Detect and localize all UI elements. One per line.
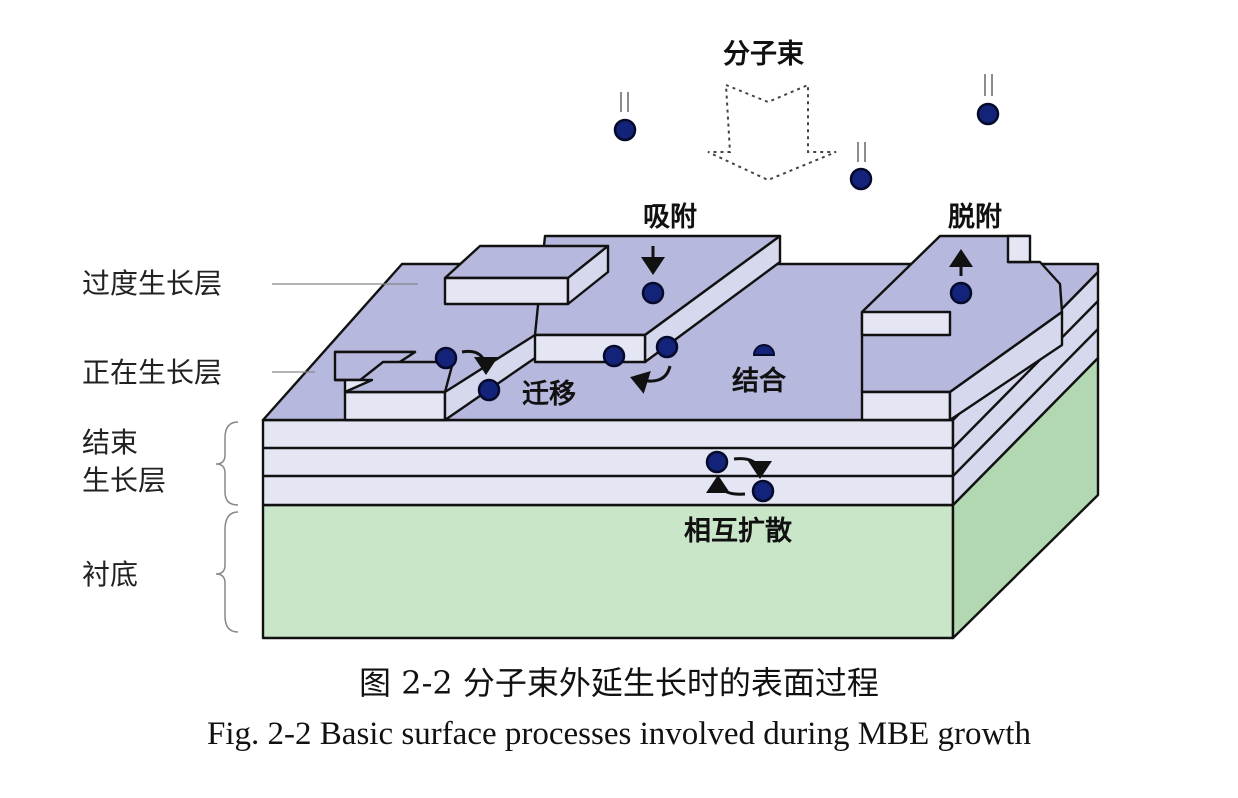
substrate-block xyxy=(261,356,1100,640)
diffusion-arrow-up-icon xyxy=(706,475,746,496)
brace-substrate xyxy=(215,511,239,633)
label-finished-layer-1: 结束 xyxy=(82,426,138,459)
diffusing-atom-1 xyxy=(705,450,729,474)
label-finished-layer-2: 生长层 xyxy=(82,464,166,497)
growing-layer-step-right xyxy=(860,234,1064,422)
migrating-atom-start xyxy=(434,346,458,370)
migrating-atom-end xyxy=(477,378,501,402)
label-migration: 迁移 xyxy=(522,379,576,410)
step-atom-2 xyxy=(655,335,679,359)
label-molecular-beam: 分子束 xyxy=(723,39,804,70)
label-binding: 结合 xyxy=(732,365,786,397)
falling-atom-3 xyxy=(976,74,1000,126)
falling-atom-2 xyxy=(849,142,873,191)
caption-chinese: 图 2-2 分子束外延生长时的表面过程 xyxy=(359,664,879,702)
adsorbed-atom xyxy=(641,281,665,305)
desorbing-atom xyxy=(949,281,973,305)
label-adsorption: 吸附 xyxy=(643,202,697,233)
label-desorption: 脱附 xyxy=(948,202,1002,233)
brace-finished xyxy=(215,421,239,506)
bound-atom xyxy=(752,344,776,356)
step-atom-1 xyxy=(602,344,626,368)
diffusion-arrow-down-icon xyxy=(733,457,772,479)
diffusing-atom-2 xyxy=(751,479,775,503)
falling-atom-1 xyxy=(613,92,637,142)
label-interdiffusion: 相互扩散 xyxy=(684,516,792,547)
growing-layer-island-left xyxy=(333,350,455,422)
transition-layer-block xyxy=(443,244,610,306)
label-transition-layer: 过度生长层 xyxy=(82,267,222,300)
label-substrate: 衬底 xyxy=(82,558,138,591)
migration-arrow-icon xyxy=(461,349,498,375)
beam-arrow-icon xyxy=(707,83,837,182)
label-growing-layer: 正在生长层 xyxy=(82,356,222,389)
step-return-arrow-icon xyxy=(630,365,672,394)
caption-english: Fig. 2-2 Basic surface processes involve… xyxy=(207,716,1031,752)
